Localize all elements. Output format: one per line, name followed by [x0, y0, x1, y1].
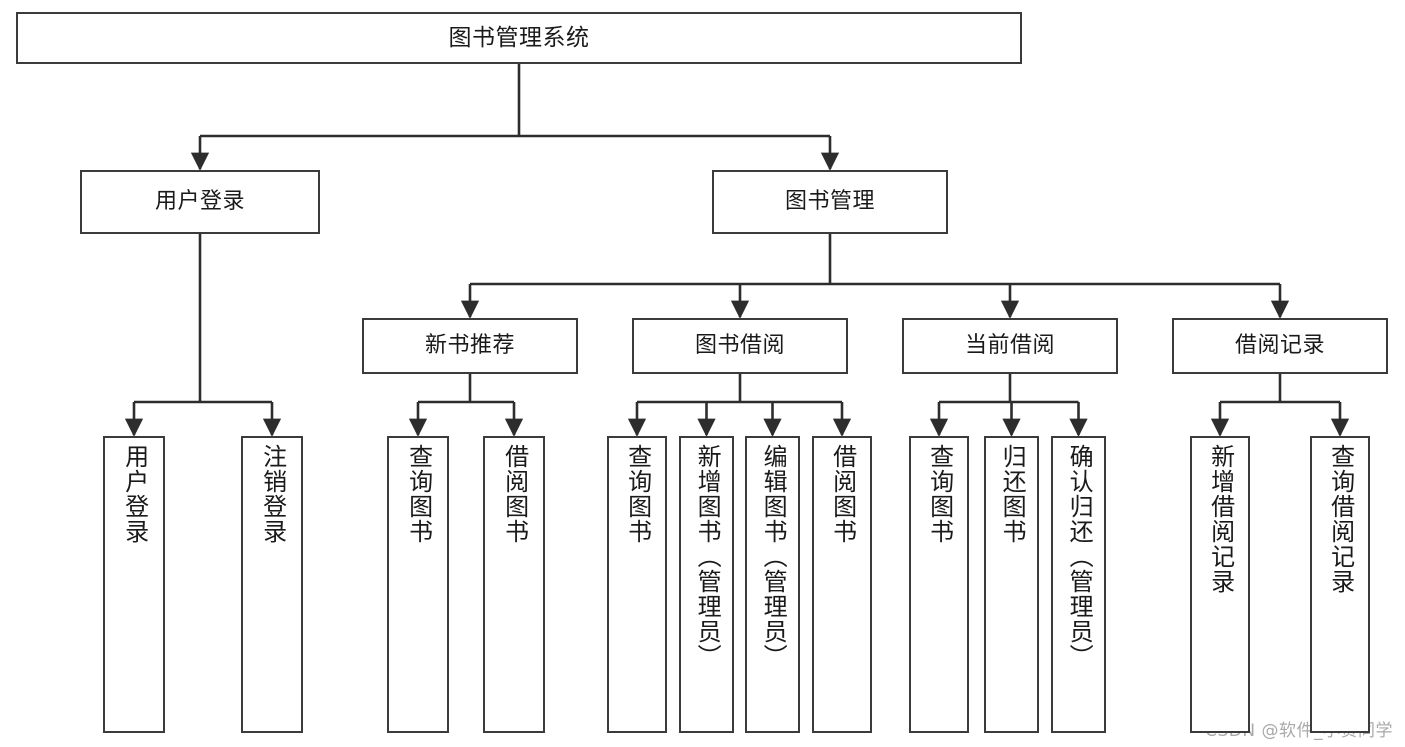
node-leaf-query-book-2[interactable]: 查询图书	[607, 436, 667, 733]
node-label: 新增借阅记录	[1206, 444, 1235, 594]
node-label: 用户登录	[154, 189, 245, 215]
node-label: 当前借阅	[964, 333, 1055, 359]
node-book-borrow[interactable]: 图书借阅	[632, 318, 848, 374]
node-label: 编辑图书（管理员）	[759, 444, 788, 669]
node-label: 借阅图书	[828, 444, 857, 544]
node-current-borrow[interactable]: 当前借阅	[902, 318, 1118, 374]
node-leaf-edit-book[interactable]: 编辑图书（管理员）	[745, 436, 800, 733]
node-label: 图书管理	[784, 189, 875, 215]
node-new-book-rec[interactable]: 新书推荐	[362, 318, 578, 374]
node-label: 用户登录	[120, 444, 149, 544]
node-label: 借阅记录	[1234, 333, 1325, 359]
node-label: 图书管理系统	[448, 24, 590, 51]
node-label: 借阅图书	[500, 444, 529, 544]
node-label: 新书推荐	[424, 333, 515, 359]
node-root[interactable]: 图书管理系统	[16, 12, 1022, 64]
node-label: 归还图书	[998, 444, 1027, 544]
node-leaf-confirm-return[interactable]: 确认归还（管理员）	[1051, 436, 1106, 733]
node-label: 图书借阅	[694, 333, 785, 359]
node-leaf-user-logout[interactable]: 注销登录	[241, 436, 303, 733]
node-leaf-return-book[interactable]: 归还图书	[984, 436, 1039, 733]
node-leaf-user-login[interactable]: 用户登录	[103, 436, 165, 733]
node-leaf-query-book-3[interactable]: 查询图书	[909, 436, 969, 733]
node-label: 查询图书	[623, 444, 652, 544]
node-label: 查询图书	[404, 444, 433, 544]
node-book-manage[interactable]: 图书管理	[712, 170, 948, 234]
node-label: 确认归还（管理员）	[1065, 444, 1094, 669]
node-leaf-query-book-1[interactable]: 查询图书	[387, 436, 449, 733]
node-leaf-add-record[interactable]: 新增借阅记录	[1190, 436, 1250, 733]
node-label: 查询借阅记录	[1326, 444, 1355, 594]
node-borrow-record[interactable]: 借阅记录	[1172, 318, 1388, 374]
node-label: 新增图书（管理员）	[693, 444, 722, 669]
node-leaf-borrow-book-2[interactable]: 借阅图书	[812, 436, 872, 733]
node-leaf-borrow-book-1[interactable]: 借阅图书	[483, 436, 545, 733]
node-leaf-add-book[interactable]: 新增图书（管理员）	[679, 436, 734, 733]
node-leaf-query-record[interactable]: 查询借阅记录	[1310, 436, 1370, 733]
node-label: 注销登录	[258, 444, 287, 544]
node-label: 查询图书	[925, 444, 954, 544]
node-user-login[interactable]: 用户登录	[80, 170, 320, 234]
